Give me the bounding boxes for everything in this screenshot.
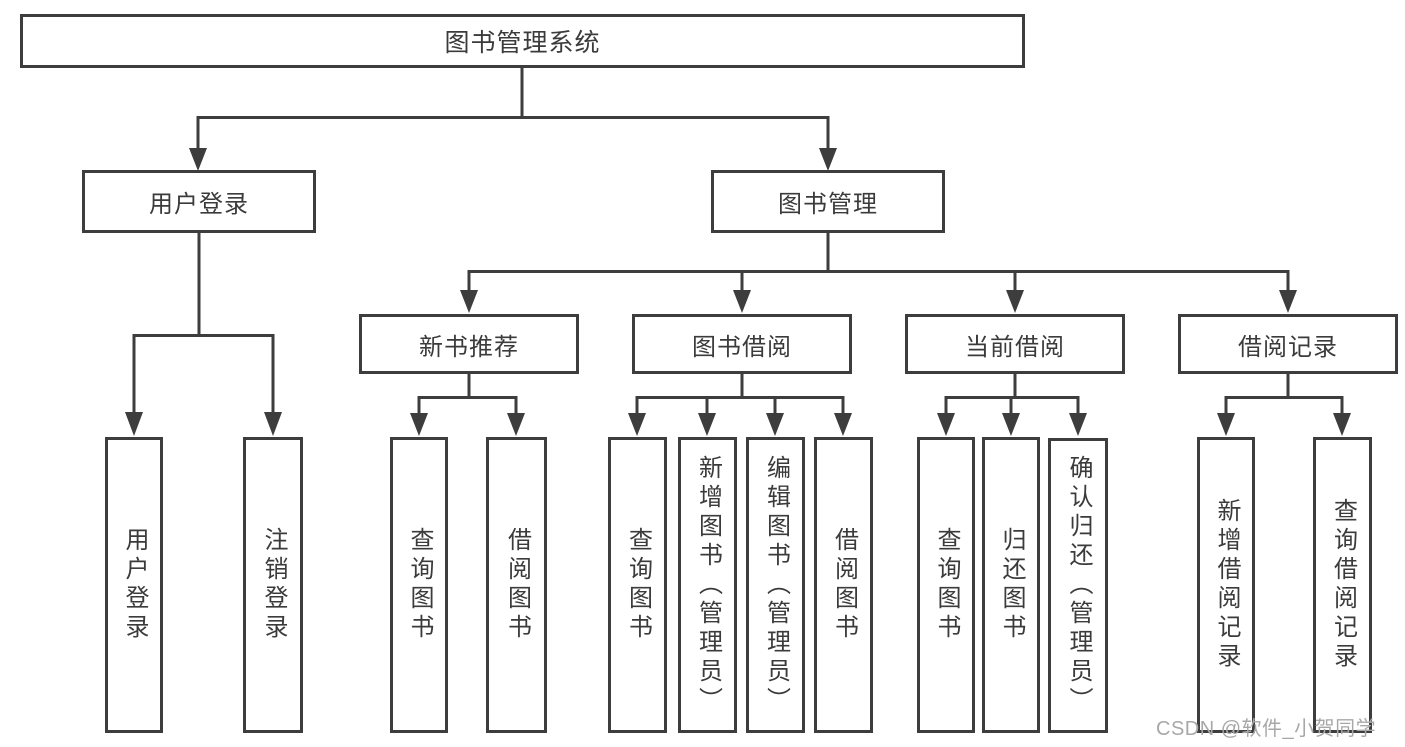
node-current-borrow: 当前借阅 <box>905 314 1125 374</box>
leaf-user-login: 用户登录 <box>105 437 163 733</box>
edges-root-to-level2 <box>189 68 837 171</box>
leaf-logout: 注销登录 <box>243 437 303 733</box>
leaf-borrow-borrow-books: 借阅图书 <box>814 437 873 733</box>
csdn-watermark: CSDN @软件_小贺同学 <box>1156 718 1377 740</box>
edges-current-children <box>937 374 1087 436</box>
node-book-management: 图书管理 <box>711 170 945 233</box>
leaf-return-books: 归还图书 <box>982 437 1040 733</box>
leaf-confirm-return-admin: 确认归还（管理员） <box>1048 438 1108 733</box>
leaf-current-query-books: 查询图书 <box>917 437 975 733</box>
node-new-book-recommend: 新书推荐 <box>359 314 579 374</box>
leaf-recommend-borrow-books: 借阅图书 <box>486 437 547 733</box>
leaf-add-book-admin: 新增图书（管理员） <box>678 437 737 733</box>
leaf-borrow-query-books: 查询图书 <box>608 437 667 733</box>
node-user-login: 用户登录 <box>82 170 316 233</box>
edges-user-login-children <box>125 233 282 436</box>
edges-recommend-children <box>410 374 525 436</box>
leaf-query-borrow-record: 查询借阅记录 <box>1313 437 1372 733</box>
leaf-add-borrow-record: 新增借阅记录 <box>1197 437 1255 733</box>
leaf-edit-book-admin: 编辑图书（管理员） <box>746 437 805 733</box>
leaf-recommend-query-books: 查询图书 <box>390 437 448 733</box>
edges-book-mgmt-to-level3 <box>460 233 1297 313</box>
edges-borrow-children <box>628 374 852 436</box>
node-book-borrow: 图书借阅 <box>632 314 852 374</box>
edges-records-children <box>1217 374 1351 436</box>
node-borrow-records: 借阅记录 <box>1178 314 1398 374</box>
node-library-system: 图书管理系统 <box>20 14 1025 68</box>
